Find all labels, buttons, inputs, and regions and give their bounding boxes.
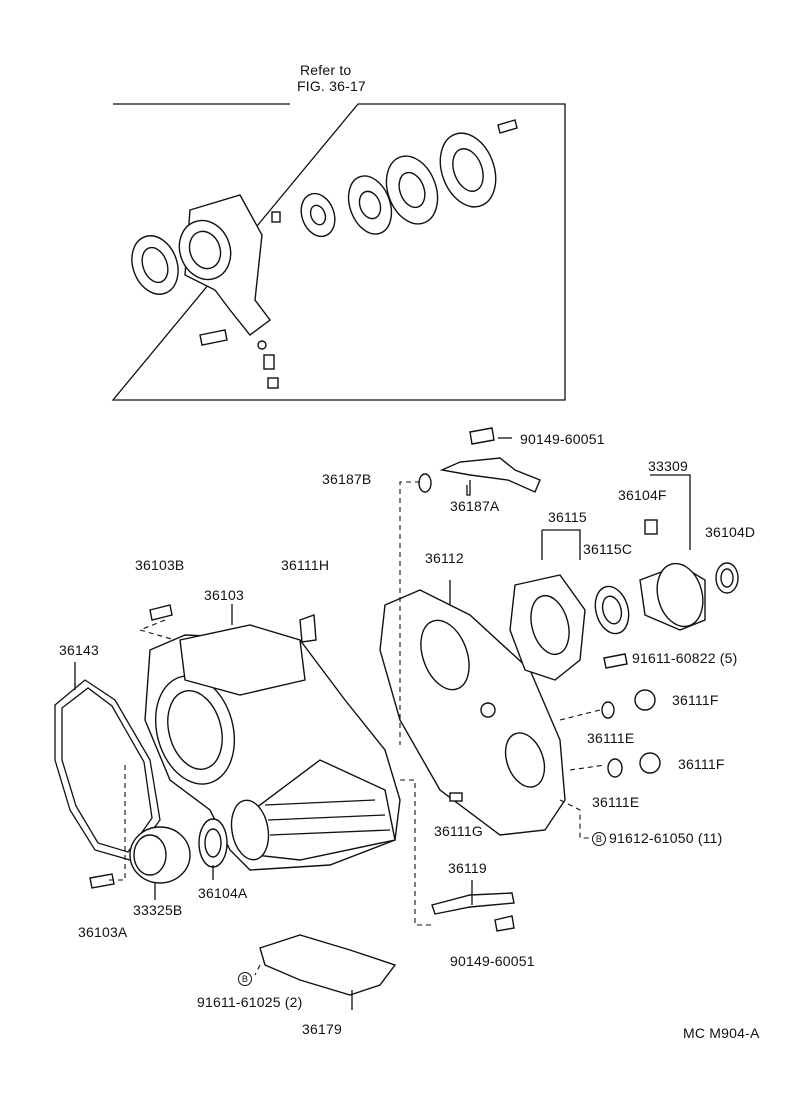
hardware-parts <box>89 427 661 996</box>
part-label-91612-61050-text: 91612-61050 (11) <box>609 830 723 846</box>
part-label-36187B: 36187B <box>322 471 372 487</box>
part-label-90149-60051-top: 90149-60051 <box>520 431 605 447</box>
reference-frame <box>111 103 566 401</box>
bolt-b-marker: B <box>592 832 606 846</box>
part-label-36103B: 36103B <box>135 557 185 573</box>
part-label-33325B: 33325B <box>133 902 183 918</box>
part-label-36103A: 36103A <box>78 924 128 940</box>
part-label-36111H: 36111H <box>281 557 330 573</box>
part-label-36119: 36119 <box>448 860 487 876</box>
part-label-36111E-lower: 36111E <box>592 794 640 810</box>
part-label-91611-60822-text: 91611-60822 (5) <box>632 650 738 666</box>
part-label-36111G: 36111G <box>434 823 483 839</box>
part-label-36104A: 36104A <box>198 885 248 901</box>
part-label-36111F-upper: 36111F <box>672 692 719 708</box>
part-label-36104D: 36104D <box>705 524 756 540</box>
part-label-36104F: 36104F <box>618 487 667 503</box>
part-label-36103: 36103 <box>204 587 244 603</box>
part-label-33309: 33309 <box>648 458 688 474</box>
part-label-36143: 36143 <box>59 642 99 658</box>
part-label-36112: 36112 <box>425 550 464 566</box>
rear-cover-assembly <box>509 519 739 681</box>
transmission-case <box>144 624 401 871</box>
part-label-91611-61025: 91611-61025 (2) <box>197 994 303 1010</box>
bolt-b-marker-lower: B <box>238 970 255 986</box>
part-label-36179: 36179 <box>302 1021 342 1037</box>
bolt-b-marker-2: B <box>238 972 252 986</box>
refer-figure-text: FIG. 36-17 <box>297 78 366 94</box>
part-label-36111E-upper: 36111E <box>587 730 635 746</box>
part-label-36115: 36115 <box>548 509 587 525</box>
part-label-36111F-lower: 36111F <box>678 756 725 772</box>
part-label-91611-60822: 91611-60822 (5) <box>632 650 737 666</box>
extension-housing <box>379 589 566 836</box>
leader-lines <box>74 437 691 1010</box>
part-label-36115C: 36115C <box>583 541 633 557</box>
part-label-36187A: 36187A <box>450 498 500 514</box>
part-label-90149-60051-bottom: 90149-60051 <box>450 953 535 969</box>
figure-code: MC M904-A <box>683 1025 760 1041</box>
refer-to-text: Refer to <box>300 62 352 78</box>
